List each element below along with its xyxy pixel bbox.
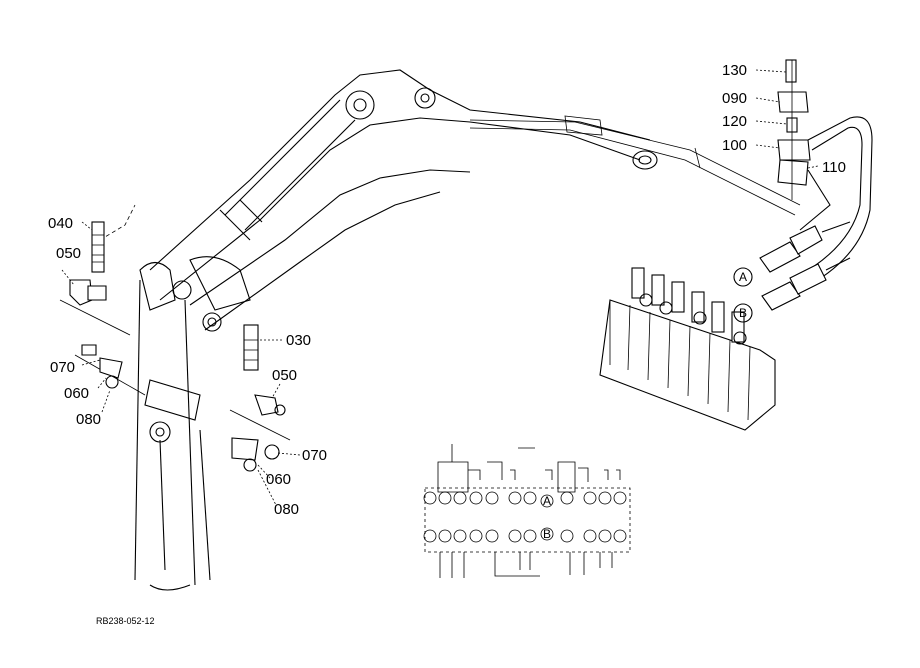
schematic-port-a-label: A [543, 494, 551, 508]
boom-assembly [59, 69, 801, 591]
callout-050-left: 050 [56, 245, 81, 262]
fitting-040-adapter [91, 221, 105, 273]
drawing-code: RB238-052-12 [96, 616, 155, 626]
callout-040: 040 [48, 215, 73, 232]
callout-060-right: 060 [266, 471, 291, 488]
clamp-070-060-080-left [81, 344, 123, 389]
callout-070-left: 070 [50, 359, 75, 376]
port-marker-a: A [733, 267, 753, 287]
callout-labels: 130 090 120 100 110 040 050 030 070 060 … [48, 62, 846, 518]
clamp-070-060-080-right [231, 437, 280, 472]
clamp-stack-130-090-120-100-110 [777, 59, 873, 291]
port-a-label: A [739, 270, 747, 284]
port-b-label: B [739, 306, 747, 320]
schematic-port-b-label: B [543, 527, 551, 541]
callout-120: 120 [722, 113, 747, 130]
callout-130: 130 [722, 62, 747, 79]
hose-end-a [759, 221, 851, 273]
callout-100: 100 [722, 137, 747, 154]
schematic-port-row-top [423, 491, 627, 505]
fitting-030-adapter [243, 324, 259, 371]
fitting-050-elbow-left [69, 279, 107, 306]
callout-080-left: 080 [76, 411, 101, 428]
hose-end-b [761, 257, 851, 311]
callout-030: 030 [286, 332, 311, 349]
control-valve-block [599, 267, 776, 431]
schematic-port-row-bottom [423, 529, 627, 543]
fitting-050-elbow-right [254, 394, 286, 416]
callout-050-right: 050 [272, 367, 297, 384]
callout-060-left: 060 [64, 385, 89, 402]
callout-090: 090 [722, 90, 747, 107]
callout-070-right: 070 [302, 447, 327, 464]
callout-leaders [61, 69, 819, 506]
callout-110: 110 [822, 159, 846, 176]
port-marker-b: B [733, 303, 753, 323]
callout-080-right: 080 [274, 501, 299, 518]
hydraulic-schematic: A B [423, 444, 631, 578]
